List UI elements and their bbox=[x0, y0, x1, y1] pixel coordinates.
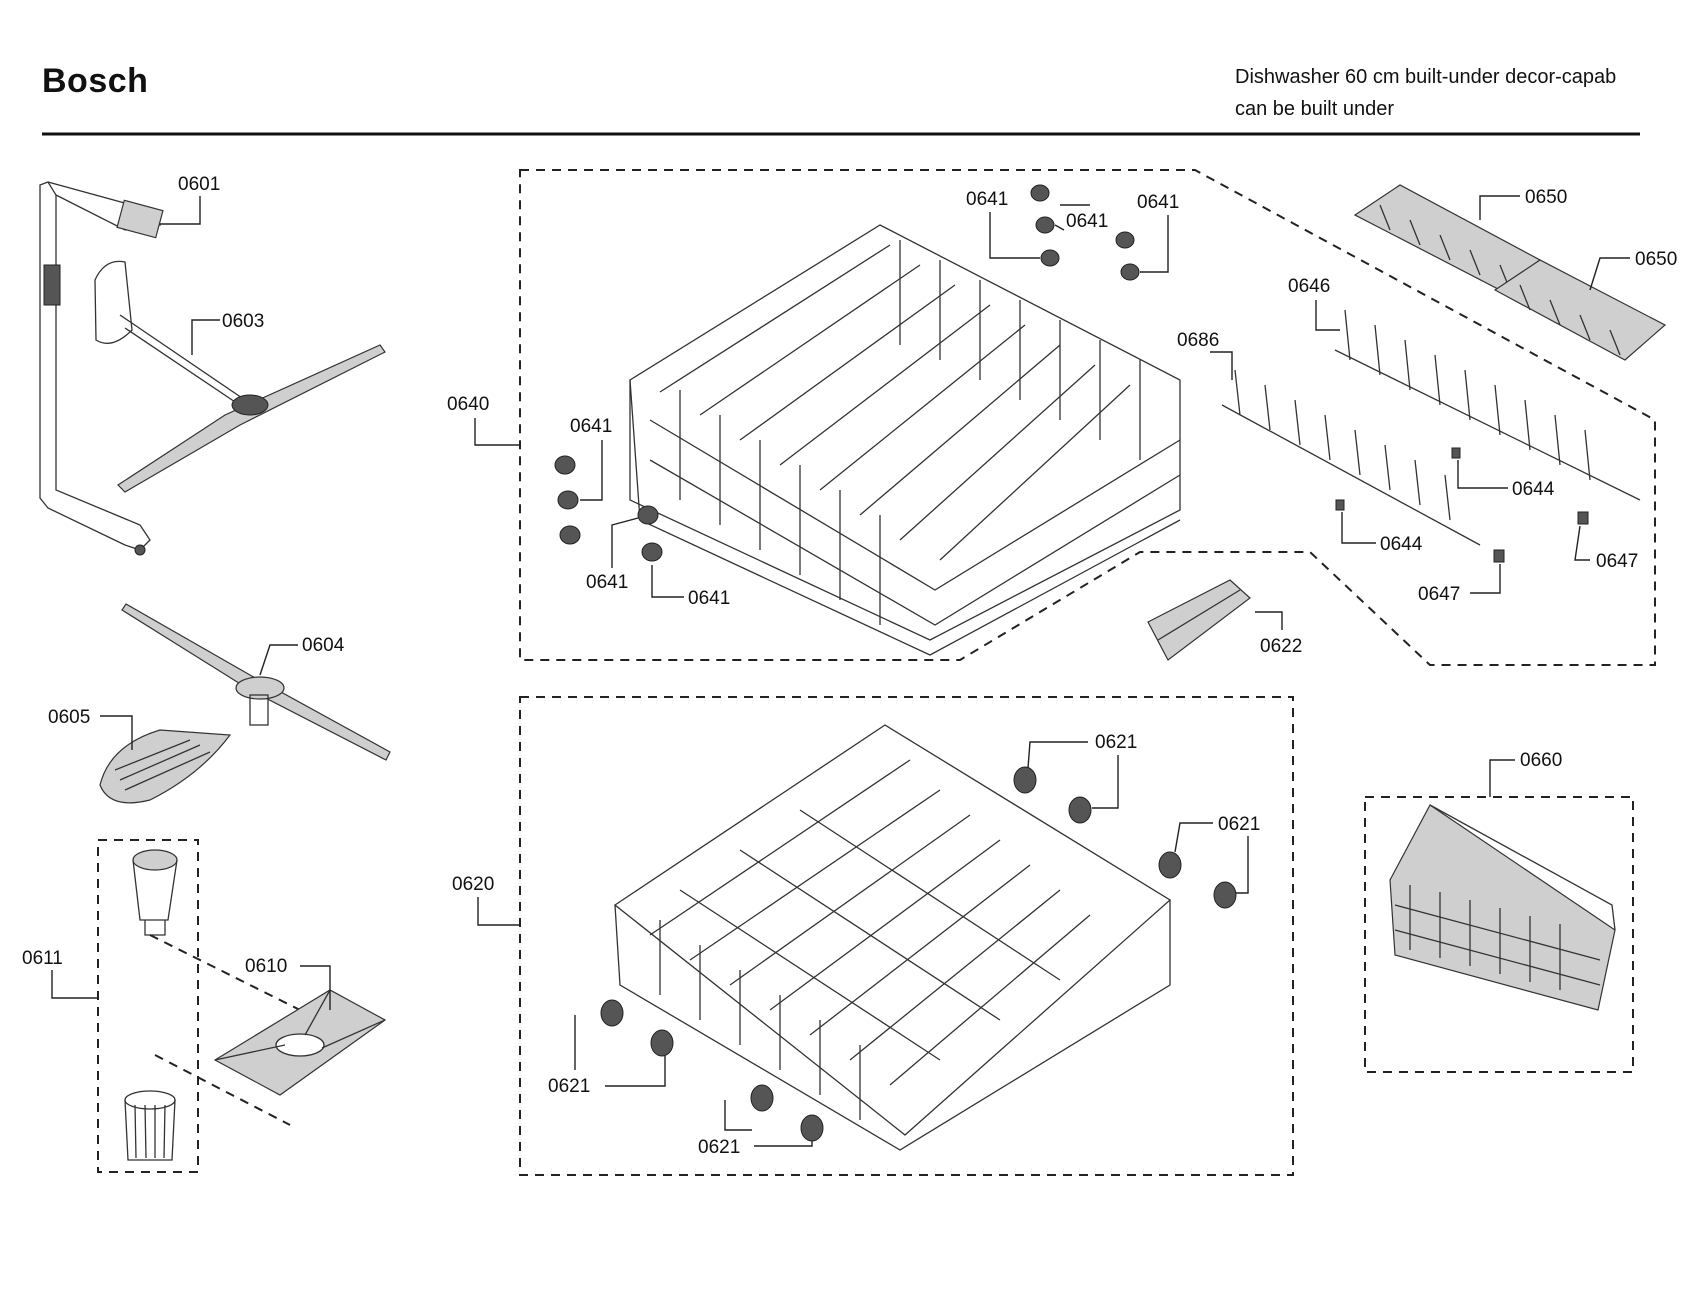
svg-text:0686: 0686 bbox=[1177, 330, 1219, 351]
part-0644-clip-b[interactable] bbox=[1335, 499, 1345, 511]
callout-0621-a: 0621 bbox=[1027, 732, 1137, 809]
svg-text:0621: 0621 bbox=[548, 1076, 590, 1097]
callout-0644-b: 0644 bbox=[1341, 512, 1423, 555]
group-0640-upper-basket[interactable] bbox=[519, 169, 1656, 666]
callout-0686: 0686 bbox=[1177, 330, 1233, 380]
svg-text:0622: 0622 bbox=[1260, 636, 1302, 657]
assembly-line bbox=[149, 934, 301, 1011]
callout-0610: 0610 bbox=[245, 956, 331, 1010]
callout-0644-a: 0644 bbox=[1457, 460, 1555, 500]
callout-0640: 0640 bbox=[447, 394, 520, 446]
part-0686-tine-row[interactable] bbox=[1221, 369, 1481, 546]
part-0650-rack-right[interactable] bbox=[1493, 259, 1667, 361]
callout-0646: 0646 bbox=[1288, 276, 1340, 331]
part-0646-tine-row[interactable] bbox=[1334, 309, 1641, 501]
group-0620-lower-basket[interactable] bbox=[519, 696, 1294, 1176]
svg-text:0641: 0641 bbox=[1137, 192, 1179, 213]
callout-0647-a: 0647 bbox=[1574, 525, 1638, 572]
svg-text:0610: 0610 bbox=[245, 956, 287, 977]
callout-0641-f: 0641 bbox=[651, 565, 730, 609]
part-0611-micro-filter[interactable] bbox=[124, 1090, 176, 1161]
part-0650-rack-left[interactable] bbox=[1353, 184, 1542, 291]
svg-text:0650: 0650 bbox=[1525, 187, 1567, 208]
callout-0660: 0660 bbox=[1489, 750, 1562, 797]
svg-text:0605: 0605 bbox=[48, 707, 90, 728]
svg-text:0640: 0640 bbox=[447, 394, 489, 415]
part-0660-cutlery-basket[interactable] bbox=[1389, 804, 1616, 1011]
part-lower-basket[interactable] bbox=[613, 724, 1172, 1151]
svg-text:0647: 0647 bbox=[1418, 584, 1460, 605]
callout-0641-b: 0641 bbox=[1054, 204, 1108, 232]
svg-text:0641: 0641 bbox=[1066, 211, 1108, 232]
part-0621-wheels-top[interactable] bbox=[1013, 766, 1237, 909]
svg-text:0650: 0650 bbox=[1635, 249, 1677, 270]
part-upper-basket[interactable] bbox=[629, 224, 1181, 656]
appliance-description-line1: Dishwasher 60 cm built-under decor-capab bbox=[1235, 66, 1617, 88]
part-0611-fine-filter-top[interactable] bbox=[132, 849, 178, 936]
callout-0641-d: 0641 bbox=[570, 416, 612, 501]
part-0641-roller-group-left[interactable] bbox=[554, 455, 663, 562]
svg-text:0641: 0641 bbox=[570, 416, 612, 437]
callout-0621-c: 0621 bbox=[548, 1015, 666, 1097]
part-0604-lower-spray-arm[interactable] bbox=[121, 603, 391, 761]
callout-0611: 0611 bbox=[22, 948, 98, 999]
part-0605-filter-cover[interactable] bbox=[99, 729, 232, 804]
callout-0650-a: 0650 bbox=[1479, 187, 1567, 220]
svg-text:0644: 0644 bbox=[1380, 534, 1423, 555]
svg-text:0621: 0621 bbox=[698, 1137, 740, 1158]
svg-text:0641: 0641 bbox=[586, 572, 628, 593]
callout-0641-a: 0641 bbox=[966, 189, 1040, 259]
svg-text:0644: 0644 bbox=[1512, 479, 1555, 500]
part-0647-clip-a[interactable] bbox=[1577, 511, 1589, 525]
callout-0601: 0601 bbox=[160, 174, 220, 225]
svg-text:0641: 0641 bbox=[966, 189, 1008, 210]
part-0641-roller-group-top[interactable] bbox=[1030, 184, 1140, 281]
group-0660-cutlery-basket[interactable] bbox=[1364, 796, 1634, 1073]
svg-text:0611: 0611 bbox=[22, 948, 63, 969]
svg-text:0621: 0621 bbox=[1095, 732, 1137, 753]
part-0610-flat-filter[interactable] bbox=[213, 989, 387, 1096]
part-0621-wheels-bottom[interactable] bbox=[600, 999, 824, 1142]
svg-text:0641: 0641 bbox=[688, 588, 730, 609]
svg-text:0646: 0646 bbox=[1288, 276, 1330, 297]
callout-0641-e: 0641 bbox=[586, 517, 639, 593]
group-0611-filter-assembly[interactable] bbox=[97, 839, 199, 1173]
svg-text:0660: 0660 bbox=[1520, 750, 1562, 771]
svg-text:0604: 0604 bbox=[302, 635, 345, 656]
appliance-description-line2: can be built under bbox=[1235, 98, 1395, 120]
part-0622-handle[interactable] bbox=[1147, 579, 1251, 661]
callout-0647-b: 0647 bbox=[1418, 564, 1501, 605]
svg-text:0620: 0620 bbox=[452, 874, 494, 895]
svg-text:0647: 0647 bbox=[1596, 551, 1638, 572]
callout-0604: 0604 bbox=[259, 635, 345, 676]
callout-0641-c: 0641 bbox=[1137, 192, 1179, 273]
callout-0605: 0605 bbox=[48, 707, 133, 750]
brand-title: Bosch bbox=[42, 62, 149, 100]
part-0644-clip-a[interactable] bbox=[1451, 447, 1461, 459]
callout-0603: 0603 bbox=[191, 311, 264, 355]
callout-0622: 0622 bbox=[1255, 611, 1302, 657]
callout-0620: 0620 bbox=[452, 874, 520, 926]
callout-0650-b: 0650 bbox=[1589, 249, 1677, 291]
svg-text:0603: 0603 bbox=[222, 311, 264, 332]
part-0603-upper-spray-arm[interactable] bbox=[94, 260, 386, 493]
part-0601-supply-pipe[interactable] bbox=[39, 181, 164, 556]
svg-text:0601: 0601 bbox=[178, 174, 220, 195]
part-0647-clip-b[interactable] bbox=[1493, 549, 1505, 563]
callout-0621-b: 0621 bbox=[1174, 814, 1260, 894]
callout-0621-d: 0621 bbox=[698, 1100, 813, 1158]
svg-text:0621: 0621 bbox=[1218, 814, 1260, 835]
